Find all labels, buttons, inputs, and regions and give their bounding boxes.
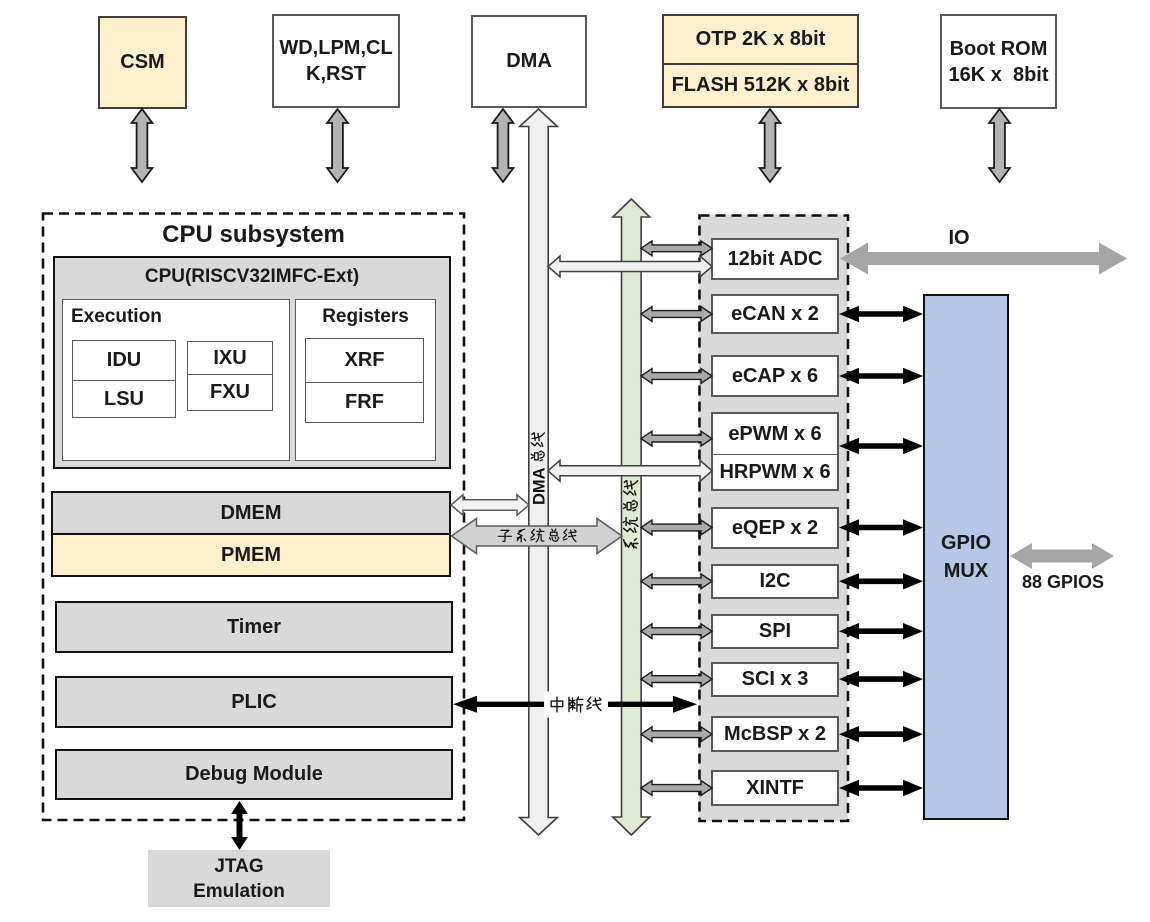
svg-text:DMA: DMA (531, 467, 549, 505)
